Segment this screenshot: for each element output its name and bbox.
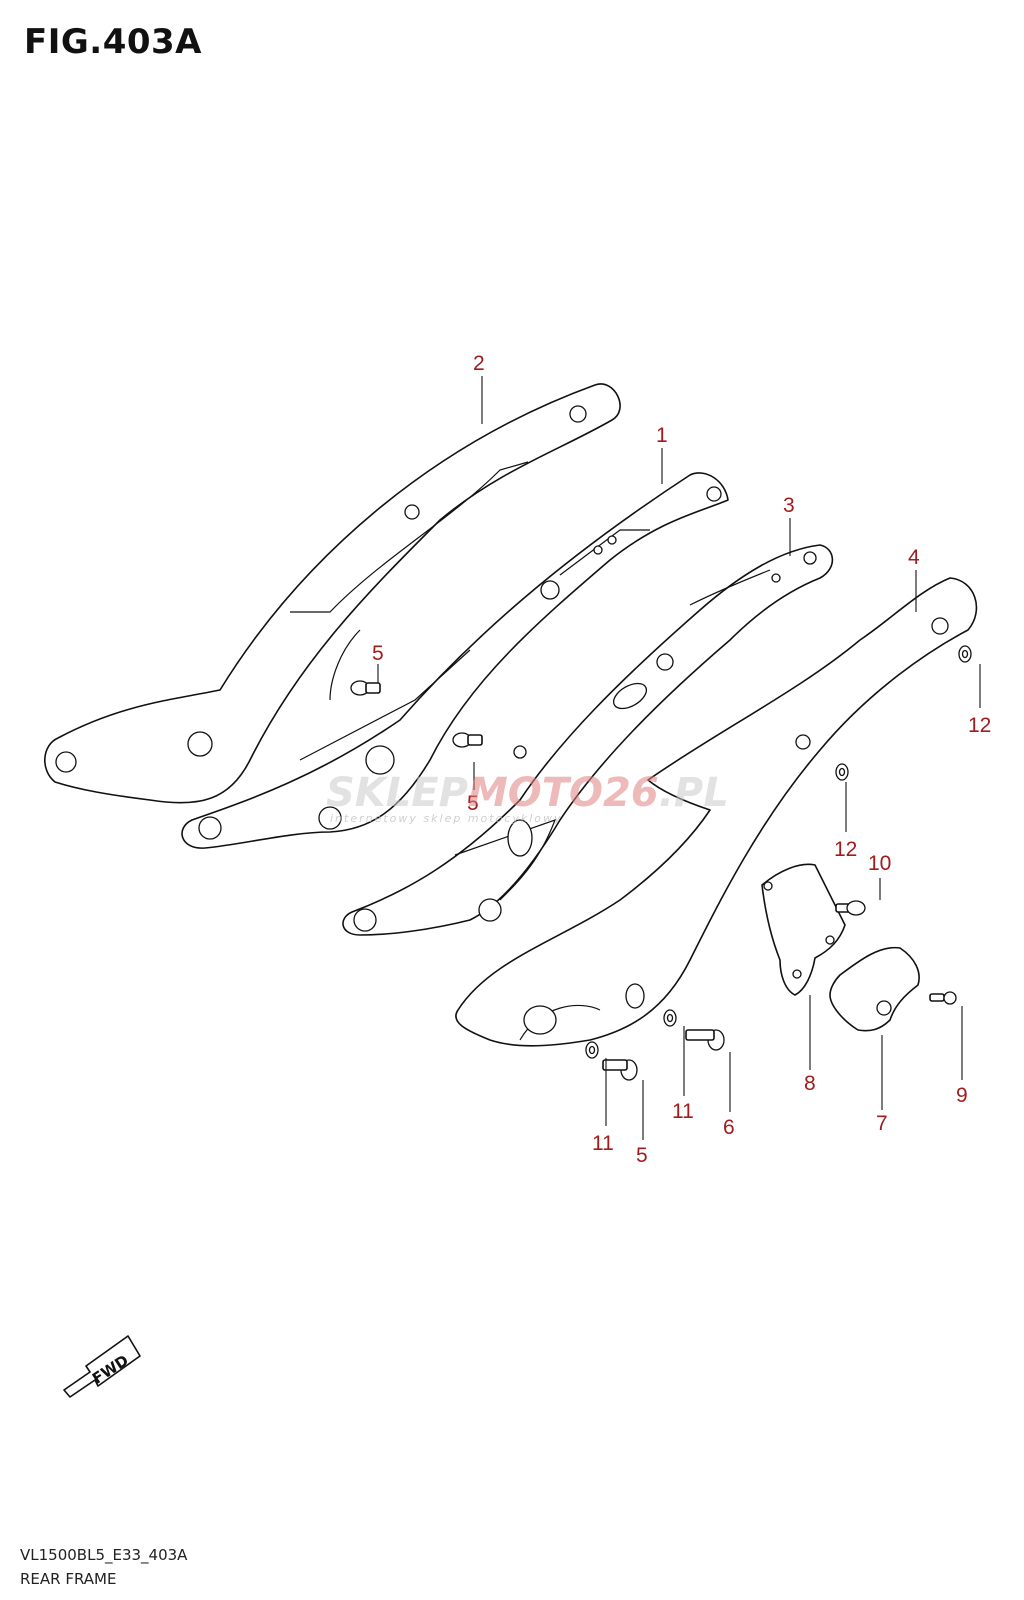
bolt-hole (876, 1000, 892, 1016)
bolt-9[interactable] (929, 991, 957, 1005)
mount-hole (523, 1005, 557, 1035)
part-2-frame-rail[interactable] (44, 383, 621, 804)
mount-hole (404, 504, 420, 520)
boss (656, 653, 674, 671)
callout-9[interactable]: 9 (956, 1084, 968, 1107)
callout-4[interactable]: 4 (908, 546, 920, 569)
callout-5-upper[interactable]: 5 (372, 642, 384, 665)
fwd-arrow-icon (63, 1335, 141, 1398)
mount-hole (569, 405, 587, 423)
part-8-bracket[interactable] (761, 863, 846, 996)
callout-5-middle[interactable]: 5 (467, 792, 479, 815)
callout-11-lower[interactable]: 11 (592, 1132, 614, 1155)
callout-2[interactable]: 2 (473, 352, 485, 375)
leader-lines (377, 376, 981, 1140)
part-4-frame-cover[interactable] (455, 577, 978, 1047)
callout-3[interactable]: 3 (783, 494, 795, 517)
svg-text:internetowy sklep motocyklowy: internetowy sklep motocyklowy (330, 812, 563, 825)
slot-hole (612, 682, 648, 710)
small-hole (825, 935, 835, 945)
mount-hole (625, 983, 645, 1009)
small-hole (792, 969, 802, 979)
mount-hole (507, 819, 533, 857)
mount-hole (187, 731, 213, 757)
small-hole (763, 881, 773, 891)
callout-12-upper[interactable]: 12 (968, 714, 991, 737)
svg-text:SKLEPMOTO26.PL: SKLEPMOTO26.PL (326, 770, 729, 816)
bolt-5-upper[interactable] (350, 680, 381, 696)
mount-hole (365, 745, 395, 775)
callout-10[interactable]: 10 (868, 852, 891, 875)
part-7-cushion[interactable] (829, 946, 920, 1032)
mount-hole (318, 806, 342, 830)
washer-12-upper[interactable] (958, 645, 972, 663)
bolt-5-middle[interactable] (452, 732, 483, 748)
callout-5-lower[interactable]: 5 (636, 1144, 648, 1167)
figure-name: REAR FRAME (20, 1570, 117, 1588)
fwd-arrow: FWD (63, 1335, 141, 1398)
callout-1[interactable]: 1 (656, 424, 668, 447)
callout-6[interactable]: 6 (723, 1116, 735, 1139)
callout-8[interactable]: 8 (804, 1072, 816, 1095)
washer-11-upper[interactable] (663, 1009, 677, 1027)
part-3-frame-bracket[interactable] (342, 544, 834, 936)
mount-hole (198, 816, 222, 840)
small-hole (771, 573, 781, 583)
washer-12-lower[interactable] (835, 763, 849, 781)
bolt-10[interactable] (835, 900, 866, 916)
bolt-5-lower[interactable] (602, 1059, 638, 1081)
boss (803, 551, 817, 565)
mount-hole (353, 908, 377, 932)
small-hole (607, 535, 617, 545)
small-hole (513, 745, 527, 759)
boss (540, 580, 560, 600)
figure-code: VL1500BL5_E33_403A (20, 1546, 188, 1564)
callout-7[interactable]: 7 (876, 1112, 888, 1135)
callout-12-lower[interactable]: 12 (834, 838, 857, 861)
mount-hole (795, 734, 811, 750)
washer-11-lower[interactable] (585, 1041, 599, 1059)
callout-11-upper[interactable]: 11 (672, 1100, 694, 1123)
mount-hole (55, 751, 77, 773)
mount-hole (931, 617, 949, 635)
boss (706, 486, 722, 502)
small-hole (593, 545, 603, 555)
watermark: SKLEPMOTO26.PL internetowy sklep motocyk… (326, 770, 729, 825)
bolt-6[interactable] (685, 1029, 725, 1051)
figure-title: FIG.403A (24, 22, 202, 62)
mount-hole (478, 898, 502, 922)
part-1-inner-rail[interactable] (181, 472, 729, 849)
